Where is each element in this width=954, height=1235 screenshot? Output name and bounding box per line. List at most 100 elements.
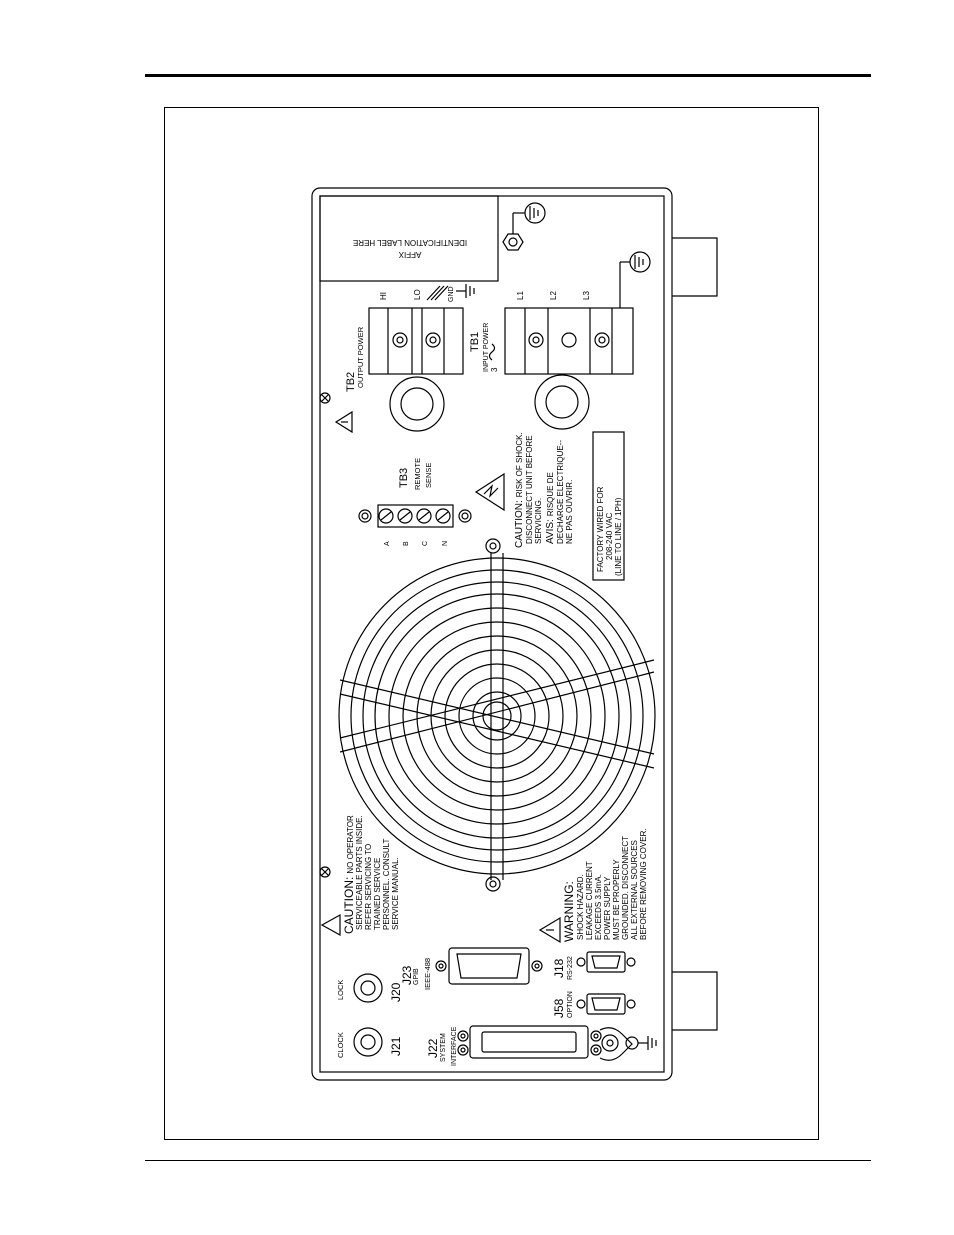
j58-name: J58 [552,998,566,1018]
tb3-b-label: B [403,541,410,546]
svg-text:BEFORE REMOVING COVER.: BEFORE REMOVING COVER. [639,828,648,940]
id-label-text: IDENTIFICATION LABEL HERE [353,238,467,247]
j21-clock-bnc[interactable] [353,1027,383,1057]
tb1-l1-label: L1 [516,291,525,300]
j22-system-interface-connector[interactable] [457,1025,602,1059]
svg-text:NE PAS OUVRIR.: NE PAS OUVRIR. [565,480,574,544]
j21-name: J21 [389,1036,403,1056]
tb1-l1-screw [528,332,544,348]
fan-guard [338,553,656,880]
rear-foot-top [672,237,718,297]
factory-wired-line3: (LINE TO LINE / 1PH) [614,497,623,576]
j22-name: J22 [426,1038,440,1058]
svg-text:LEAKAGE CURRENT: LEAKAGE CURRENT [585,861,594,940]
factory-wired-box [592,431,625,581]
svg-text:MUST BE PROPERLY: MUST BE PROPERLY [612,859,621,940]
svg-text:PERSONNEL. CONSULT: PERSONNEL. CONSULT [382,838,391,930]
svg-text:CAUTION:RISK OF SHOCK.: CAUTION:RISK OF SHOCK. [514,432,525,548]
tb1-terminal-block [504,307,634,375]
svg-text:SERVICE MANUAL.: SERVICE MANUAL. [391,857,400,930]
tb1-phase: 3 [490,367,499,372]
j23-name: J23 [400,965,414,985]
tb3-c-label: C [422,541,429,546]
factory-wired-line1: FACTORY WIRED FOR [596,486,605,572]
caution-triangle-icon [320,913,341,937]
fan-screw-bottom [485,876,501,892]
factory-wired-line2: 208-240 VAC [605,512,614,560]
tb2-output-bushing [389,376,445,432]
svg-text:WARNING:: WARNING: [562,881,576,942]
ac-symbol-icon [488,343,496,361]
svg-text:EXCEEDS 3.5mA.: EXCEEDS 3.5mA. [594,874,603,940]
svg-text:SERVICEABLE PARTS INSIDE.: SERVICEABLE PARTS INSIDE. [355,815,364,930]
caution-operator-block: CAUTION:NO OPERATOR SERVICEABLE PARTS IN… [342,815,400,934]
ground-stud-hole [508,237,518,247]
tb3-remote: REMOTE [413,458,422,490]
ground-symbol-icon [524,202,546,224]
tb1-name: TB1 [469,332,481,352]
fan-screw-top [485,538,501,554]
svg-text:ALL EXTERNAL SOURCES: ALL EXTERNAL SOURCES [630,840,639,940]
tb3-name: TB3 [398,468,410,488]
j23-gpib-connector[interactable] [435,947,543,985]
panel-screw [319,392,331,404]
ground-lug-icon [599,1027,657,1061]
panel-screw [319,866,331,878]
tb3-sense: SENSE [424,463,433,488]
tb1-l2-knockout [561,332,577,348]
warning-block: WARNING: SHOCK HAZARD. LEAKAGE CURRENT E… [562,828,648,942]
tb1-input-bushing [534,374,590,430]
tb2-output-power: OUTPUT POWER [356,326,365,388]
j20-lock-bnc[interactable] [353,973,383,1003]
tb2-terminal-block [368,307,464,375]
warning-triangle-icon [334,410,353,434]
tb3-a-label: A [384,541,391,546]
header-rule [145,74,871,77]
svg-text:CAUTION:NO OPERATOR: CAUTION:NO OPERATOR [342,815,356,934]
j18-label: RS-232 [567,956,574,980]
tb1-l3-label: L3 [582,291,591,300]
caution-shock-block: CAUTION:RISK OF SHOCK. DISCONNECT UNIT B… [514,432,574,548]
ground-stud-nut [502,233,524,251]
id-label-area [319,195,499,282]
tb2-hi-label: HI [379,292,388,300]
svg-text:GROUNDED. DISCONNECT: GROUNDED. DISCONNECT [621,836,630,940]
rear-foot-bottom [672,971,718,1031]
tb2-gnd-label: GND [448,286,455,302]
tb1-l2-label: L2 [549,291,558,300]
svg-text:SHOCK HAZARD.: SHOCK HAZARD. [576,874,585,940]
j18-name: J18 [552,958,566,978]
tb2-name: TB2 [345,372,357,392]
chassis-ground-icon [629,251,651,273]
footer-rule [145,1160,871,1161]
j22-system-label: SYSTEM [440,1033,447,1062]
tb2-lo-label: LO [413,289,422,300]
j58-label: OPTION [567,991,574,1018]
figure-frame [164,107,819,1140]
tb3-n-label: N [442,541,449,546]
warning-triangle-icon [538,916,561,944]
j18-rs232-connector[interactable] [576,951,636,973]
svg-text:DECHARGE ELECTRIQUE--: DECHARGE ELECTRIQUE-- [556,440,565,544]
j23-gpib-label: GPIB [413,968,420,985]
j58-option-connector[interactable] [576,993,636,1015]
svg-text:TRAINED SERVICE: TRAINED SERVICE [373,858,382,930]
chassis-outline [311,187,673,1081]
svg-text:SERVICING.: SERVICING. [534,498,543,544]
tb2-lo-screw [425,332,441,348]
tb1-input-power: INPUT POWER [483,323,490,372]
svg-text:POWER SUPPLY: POWER SUPPLY [603,876,612,940]
tb1-l3-screw [594,332,610,348]
high-voltage-icon [474,472,505,512]
j20-name: J20 [389,982,403,1002]
affix-text: AFFIX [398,250,421,259]
tb3-terminal-block [358,504,472,528]
svg-text:DISCONNECT UNIT BEFORE: DISCONNECT UNIT BEFORE [525,435,534,544]
j21-label: CLOCK [336,1032,345,1058]
tb2-hi-screw [392,332,408,348]
svg-text:REFER SERVICING TO: REFER SERVICING TO [364,844,373,930]
j22-interface-label: INTERFACE [451,1026,458,1066]
svg-text:AVIS:RISQUE DE: AVIS:RISQUE DE [545,472,556,544]
j23-ieee-label: IEEE-488 [423,958,432,990]
